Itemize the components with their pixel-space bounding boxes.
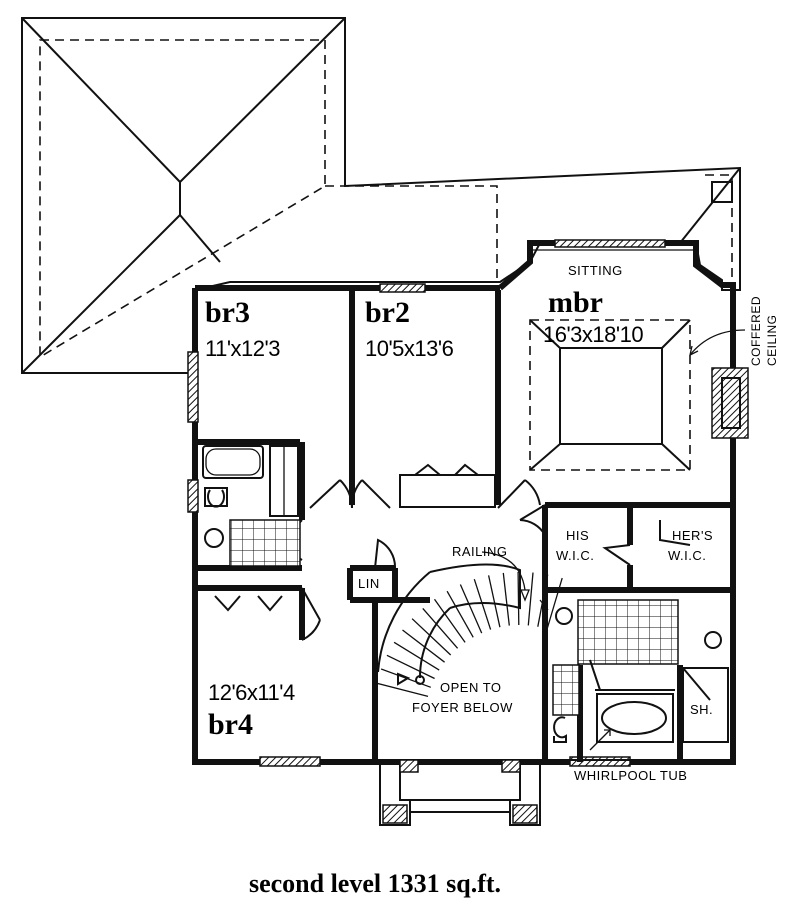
mbr-size: 16'3x18'10 (543, 322, 643, 347)
stair-tread (393, 641, 440, 671)
lin-label: LIN (358, 576, 380, 591)
interior-walls (198, 290, 733, 762)
his-label: HIS (566, 528, 589, 543)
his-wic-label: W.I.C. (556, 548, 594, 563)
bath-fixtures (202, 445, 729, 751)
stair-tread (473, 578, 492, 630)
hers-label: HER'S (672, 528, 713, 543)
stair-tread (527, 572, 534, 626)
front-porch (379, 759, 541, 826)
stair-tread (411, 618, 452, 656)
hers-wic-label: W.I.C. (668, 548, 706, 563)
coffered-ceiling (529, 319, 746, 471)
plan-caption: second level 1331 sq.ft. (249, 869, 501, 898)
stair-tread (422, 607, 459, 649)
stair-tread (386, 654, 435, 680)
mbr-name: mbr (548, 286, 603, 319)
shower-label: SH. (690, 702, 713, 717)
foyer-below-label: FOYER BELOW (412, 700, 513, 715)
ceiling-label: CEILING (765, 314, 779, 366)
br3-size: 11'x12'3 (205, 336, 280, 361)
br4-name: br4 (208, 708, 253, 741)
stair-tread (402, 629, 445, 663)
br4-size: 12'6x11'4 (208, 680, 295, 705)
stair-tread (487, 575, 501, 628)
stair-tread (502, 572, 510, 626)
sitting-label: SITTING (568, 263, 623, 278)
br2-name: br2 (365, 296, 410, 329)
open-to-label: OPEN TO (440, 680, 502, 695)
coffered-label: COFFERED (749, 296, 763, 366)
whirlpool-label: WHIRLPOOL TUB (574, 768, 687, 783)
stair-tread (517, 571, 520, 626)
stair-tread (537, 574, 549, 627)
br2-size: 10'5x13'6 (365, 336, 454, 361)
stair (376, 551, 563, 698)
stair-tread (446, 590, 474, 638)
stair-tread (459, 584, 483, 634)
stair-tread (376, 682, 429, 698)
br3-name: br3 (205, 296, 250, 329)
exterior-walls (187, 239, 749, 767)
stair-tread (546, 577, 563, 630)
railing-label: RAILING (452, 544, 508, 559)
stair-tread (433, 598, 466, 643)
